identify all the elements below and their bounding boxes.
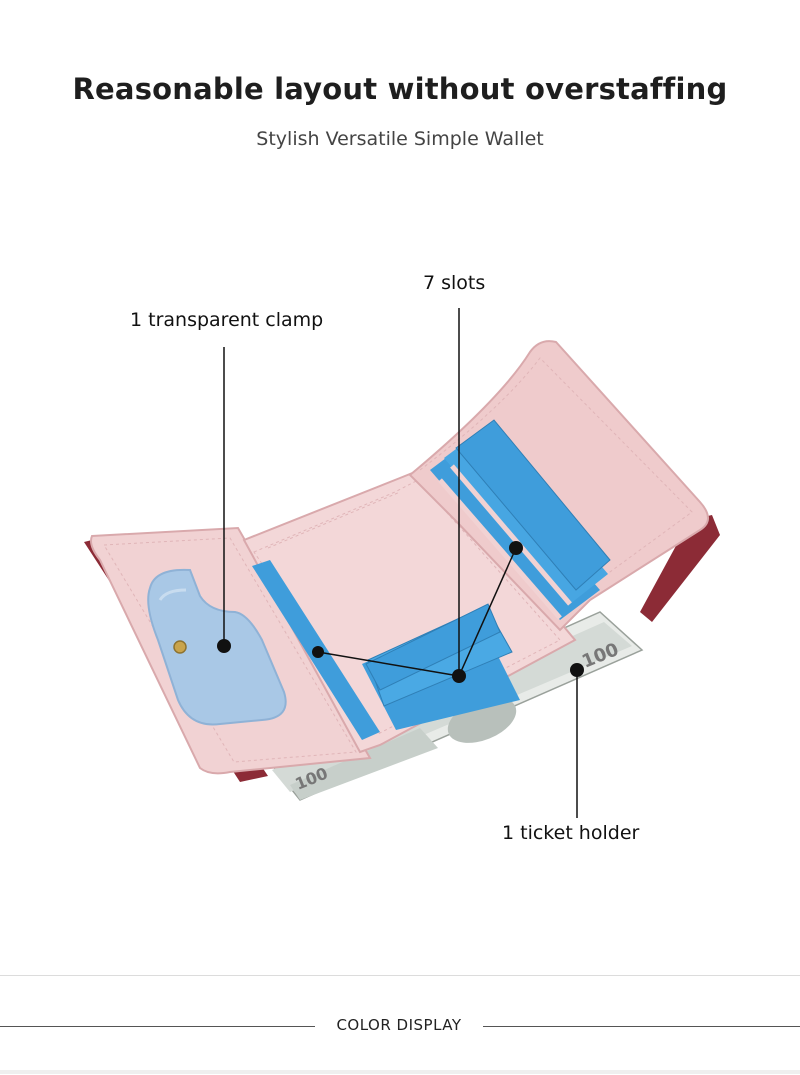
callout-clamp-label: 1 transparent clamp — [130, 309, 324, 331]
color-display-section — [0, 975, 800, 1075]
callout-slots-label: 7 slots — [423, 272, 486, 294]
slot-marker-left — [312, 646, 324, 658]
color-display-heading: COLOR DISPLAY — [336, 1016, 462, 1034]
callout-lines — [223, 308, 578, 818]
divider-left — [0, 1026, 315, 1027]
clamp-marker — [217, 639, 231, 653]
snap-button — [173, 640, 187, 654]
bottom-divider — [0, 1070, 800, 1074]
ticket-marker — [570, 663, 584, 677]
callout-ticket-label: 1 ticket holder — [502, 822, 640, 844]
transparent-clamp-window — [147, 568, 287, 726]
page-subtitle: Stylish Versatile Simple Wallet — [256, 128, 544, 150]
center-card-slots — [362, 603, 520, 730]
divider-right — [483, 1026, 800, 1027]
right-flap — [408, 340, 709, 632]
wallet-illustration: 100 100 — [84, 308, 720, 818]
slot-marker-right — [509, 541, 523, 555]
right-card-slots — [430, 419, 611, 620]
slot-marker-center — [452, 669, 466, 683]
page-title: Reasonable layout without overstaffing — [72, 72, 728, 106]
